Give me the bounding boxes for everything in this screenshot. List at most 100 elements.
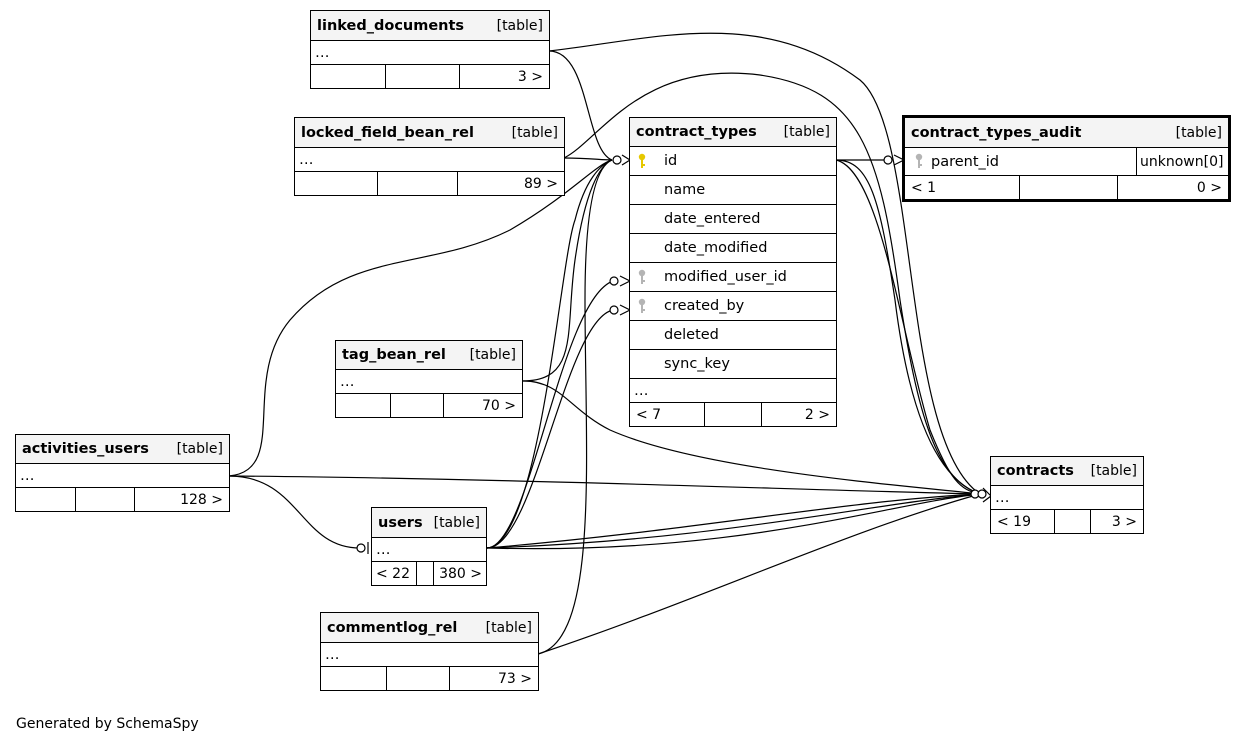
table-linked-documents[interactable]: linked_documents [table] … 3 > (310, 10, 550, 89)
crow-circle-modified-user (609, 276, 619, 286)
table-header: tag_bean_rel [table] (336, 341, 522, 370)
footer-spacer (1055, 510, 1091, 533)
column-name: modified_user_id (664, 269, 787, 285)
table-kind: [table] (1175, 124, 1222, 141)
footer-spacer (378, 172, 458, 195)
primary-key-icon (638, 153, 646, 168)
footer-spacer (391, 394, 444, 417)
table-name: contract_types (636, 124, 757, 140)
column-name: date_entered (664, 211, 761, 227)
table-name: activities_users (22, 441, 149, 457)
table-name: contract_types_audit (911, 124, 1082, 141)
table-contracts[interactable]: contracts [table] … < 19 3 > (990, 456, 1144, 534)
column-row-name[interactable]: name (630, 176, 836, 205)
column-row-created-by[interactable]: created_by (630, 292, 836, 321)
edge-activities-contract-types (228, 159, 613, 477)
table-tag-bean-rel[interactable]: tag_bean_rel [table] … 70 > (335, 340, 523, 418)
table-footer: 89 > (295, 172, 564, 195)
crow-circle-created-by (609, 305, 619, 315)
column-row-modified-user-id[interactable]: modified_user_id (630, 263, 836, 292)
column-name: name (664, 182, 706, 198)
ellipsis-text: … (376, 541, 391, 558)
footer-spacer (386, 65, 460, 88)
column-row-id[interactable]: id (630, 147, 836, 176)
ellipsis-text: … (315, 44, 330, 61)
table-footer: < 7 2 > (630, 403, 836, 426)
table-kind: [table] (511, 124, 558, 141)
ellipsis-row: … (295, 148, 564, 172)
table-header: activities_users [table] (16, 435, 229, 464)
crow-circle-contract-types-id (612, 155, 622, 165)
edge-markers (356, 154, 992, 554)
edge-users-contracts-1 (486, 493, 981, 549)
table-footer: < 22 380 > (372, 562, 486, 585)
edge-activities-users (228, 475, 361, 549)
table-header: commentlog_rel [table] (321, 613, 538, 643)
edge-users-created-by (486, 309, 614, 549)
ellipsis-row: … (630, 379, 836, 403)
children-count: 73 > (498, 670, 532, 687)
column-name: parent_id (931, 153, 1000, 170)
parents-count: < 22 (372, 562, 417, 585)
crow-circle-users (356, 543, 366, 553)
column-row-parent-id[interactable]: parent_id unknown[0] (905, 148, 1228, 176)
table-contract-types[interactable]: contract_types [table] id name date_ente… (629, 117, 837, 427)
children-count: 2 > (804, 406, 830, 423)
table-footer: 128 > (16, 488, 229, 511)
crow-circle-audit (883, 155, 893, 165)
column-row-deleted[interactable]: deleted (630, 321, 836, 350)
table-name: tag_bean_rel (342, 347, 446, 363)
ellipsis-row: … (311, 41, 549, 65)
edge-commentlog-contracts (537, 493, 981, 655)
table-commentlog-rel[interactable]: commentlog_rel [table] … 73 > (320, 612, 539, 691)
table-users[interactable]: users [table] … < 22 380 > (371, 507, 487, 586)
table-name: contracts (997, 463, 1074, 479)
table-kind: [table] (1090, 463, 1137, 479)
table-header: contracts [table] (991, 457, 1143, 486)
column-name: date_modified (664, 240, 768, 256)
table-locked-field-bean-rel[interactable]: locked_field_bean_rel [table] … 89 > (294, 117, 565, 196)
table-footer: < 1 0 > (905, 176, 1228, 199)
ellipsis-text: … (995, 489, 1010, 506)
column-row-date-modified[interactable]: date_modified (630, 234, 836, 263)
edge-contract-types-contracts-2 (835, 159, 981, 495)
table-footer: 73 > (321, 667, 538, 690)
table-header: users [table] (372, 508, 486, 538)
ellipsis-text: … (340, 373, 355, 390)
column-row-date-entered[interactable]: date_entered (630, 205, 836, 234)
table-kind: [table] (469, 347, 516, 363)
ellipsis-row: … (336, 370, 522, 394)
column-name: created_by (664, 298, 745, 314)
column-type: unknown[0] (1136, 148, 1223, 175)
edge-contract-types-contracts-1 (835, 159, 981, 495)
parents-count (336, 394, 391, 417)
footer-spacer (387, 667, 450, 690)
children-count: 70 > (482, 397, 516, 414)
table-header: contract_types_audit [table] (905, 118, 1228, 148)
table-name: commentlog_rel (327, 619, 458, 636)
table-kind: [table] (485, 619, 532, 636)
parents-count (16, 488, 76, 511)
parents-count: < 1 (905, 176, 1020, 199)
children-count: 3 > (517, 68, 543, 85)
parents-count (321, 667, 387, 690)
parents-count (311, 65, 386, 88)
edge-activities-contracts (228, 475, 981, 495)
table-contract-types-audit[interactable]: contract_types_audit [table] parent_id u… (902, 115, 1231, 202)
edge-linked-documents-contracts (548, 32, 981, 495)
column-row-sync-key[interactable]: sync_key (630, 350, 836, 379)
edge-users-contracts-3 (486, 493, 981, 550)
edge-locked-field-contract-types (563, 157, 613, 161)
foreign-key-icon (638, 298, 646, 313)
table-activities-users[interactable]: activities_users [table] … 128 > (15, 434, 230, 512)
parents-count: < 7 (630, 403, 705, 426)
edge-users-contracts-2 (486, 493, 981, 549)
ellipsis-row: … (372, 538, 486, 562)
column-name: sync_key (664, 356, 730, 372)
footer-spacer (705, 403, 762, 426)
edge-linked-documents-contract-types (548, 50, 613, 161)
column-name: id (664, 153, 678, 169)
edge-locked-field-contracts (563, 72, 981, 495)
table-footer: < 19 3 > (991, 510, 1143, 533)
crow-circle-contracts-b (977, 489, 987, 499)
